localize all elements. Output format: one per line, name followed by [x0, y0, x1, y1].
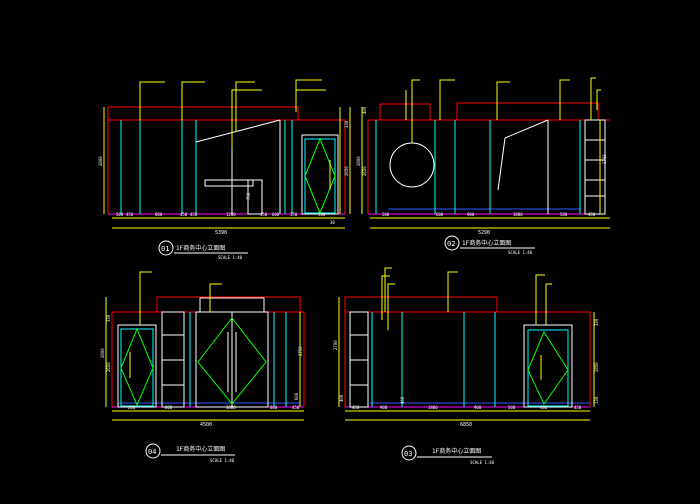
e04-height-4: 600: [294, 392, 299, 400]
e02-index-number: 02: [447, 240, 455, 248]
e02-title: 1F商务中心立面图: [462, 239, 511, 247]
e01-dim-1: 450: [126, 212, 134, 217]
e04-height-1: 2650: [106, 362, 111, 372]
e04-dim-1: 800: [165, 405, 173, 410]
elevation-01: [103, 79, 351, 256]
e02-dim-4: 580: [560, 212, 568, 217]
e03-panels: [371, 312, 496, 407]
e04-height-3: 2750: [298, 346, 303, 356]
e01-dim-0: 500: [116, 212, 124, 217]
e03-shelf: [349, 311, 369, 408]
e04-wall-outline: [111, 296, 305, 407]
e04-leaders: [139, 271, 222, 325]
e02-dim-0: 500: [382, 212, 390, 217]
e01-panels: [120, 120, 293, 214]
e02-index-circle: [444, 235, 460, 251]
e03-height-4: 2850: [594, 362, 599, 372]
e03-dim-3: 900: [474, 405, 482, 410]
e01-dim-6: 450: [260, 212, 268, 217]
elevation-04: [105, 271, 305, 459]
e01-height-0: 2800: [98, 156, 103, 166]
e04-title: 1F商务中心立面图: [176, 445, 225, 453]
e03-index-number: 03: [404, 450, 412, 458]
e02-dim-2: 900: [467, 212, 475, 217]
e02-display-wall: [497, 119, 549, 214]
e01-dimensions: [103, 107, 351, 229]
elevation-02: [361, 77, 610, 251]
e01-small-0: 750: [246, 192, 251, 200]
e01-small-1: 30: [330, 220, 335, 225]
e01-index-circle: [158, 240, 174, 256]
e04-dimensions: [105, 297, 304, 421]
e02-height-2: 400: [362, 106, 367, 114]
e01-title: 1F商务中心立面图: [176, 244, 225, 252]
e01-wall-outline: [107, 106, 346, 214]
e04-height-2: 330: [106, 314, 111, 322]
e01-dim-5: 1200: [226, 212, 236, 217]
e01-dim-2: 800: [155, 212, 163, 217]
e01-height-2: 330: [344, 120, 349, 128]
e01-height-1: 2650: [344, 166, 349, 176]
e03-door: [523, 324, 573, 408]
e01-dim-4: 450: [190, 212, 198, 217]
e02-total-dimension: 5290: [478, 230, 490, 236]
e01-leaders: [139, 79, 326, 150]
e01-total-dimension: 5390: [215, 230, 227, 236]
e04-dim-2: 1800: [226, 405, 236, 410]
e03-dim-5: 400: [540, 405, 548, 410]
e04-scale: SCALE 1:40: [210, 458, 235, 463]
e03-dimensions: [338, 297, 595, 421]
e02-leaders: [405, 77, 601, 143]
e01-index-number: 01: [161, 245, 169, 253]
e04-door-left: [117, 324, 157, 408]
e03-height-0: 2700: [333, 340, 338, 350]
e04-shelf: [161, 311, 185, 408]
e01-door: [301, 134, 339, 215]
e04-total-dimension: 4500: [200, 422, 212, 428]
e03-index-circle: [401, 445, 417, 461]
e01-scale: SCALE 1:40: [218, 255, 243, 260]
e01-dim-3: 450: [180, 212, 188, 217]
e01-dim-9: 500: [318, 212, 326, 217]
e02-dim-3: 1800: [513, 212, 523, 217]
e04-dim-0: 200: [128, 405, 136, 410]
e03-height-5: 130: [594, 396, 599, 404]
e01-dim-8: 350: [290, 212, 298, 217]
e03-title: 1F商务中心立面图: [432, 447, 481, 455]
e04-dim-3: 800: [270, 405, 278, 410]
e02-shelf: [584, 119, 606, 215]
e02-height-3: 2700: [602, 154, 607, 164]
e02-dim-1: 600: [436, 212, 444, 217]
e01-display-wall: [195, 119, 281, 215]
e03-dim-0: 450: [352, 405, 360, 410]
e03-height-1: 460: [400, 396, 405, 404]
elevation-03: [338, 267, 595, 461]
e02-scale: SCALE 1:40: [508, 250, 533, 255]
e02-dim-5: 450: [588, 212, 596, 217]
e02-height-1: 2650: [362, 166, 367, 176]
e04-double-door: [195, 297, 269, 408]
e03-total-dimension: 6850: [460, 422, 472, 428]
e01-dim-7: 600: [272, 212, 280, 217]
e03-dim-1: 900: [380, 405, 388, 410]
e03-height-2: 400: [339, 394, 344, 402]
e04-index-number: 04: [148, 448, 156, 456]
e04-panels: [189, 312, 287, 407]
e04-height-0: 2800: [100, 348, 105, 358]
e02-round-mirror: [389, 142, 435, 188]
e03-scale: SCALE 1:40: [470, 460, 495, 465]
e02-height-0: 2800: [356, 156, 361, 166]
e03-height-3: 330: [594, 318, 599, 326]
e02-dimensions: [361, 107, 610, 229]
e03-dim-4: 500: [508, 405, 516, 410]
e03-wall-outline: [344, 296, 591, 407]
e04-dim-4: 450: [292, 405, 300, 410]
e03-dim-6: 450: [574, 405, 582, 410]
e02-panels: [375, 120, 581, 214]
e04-index-circle: [145, 443, 161, 459]
e03-leaders: [381, 267, 552, 330]
e03-dim-2: 1800: [428, 405, 438, 410]
